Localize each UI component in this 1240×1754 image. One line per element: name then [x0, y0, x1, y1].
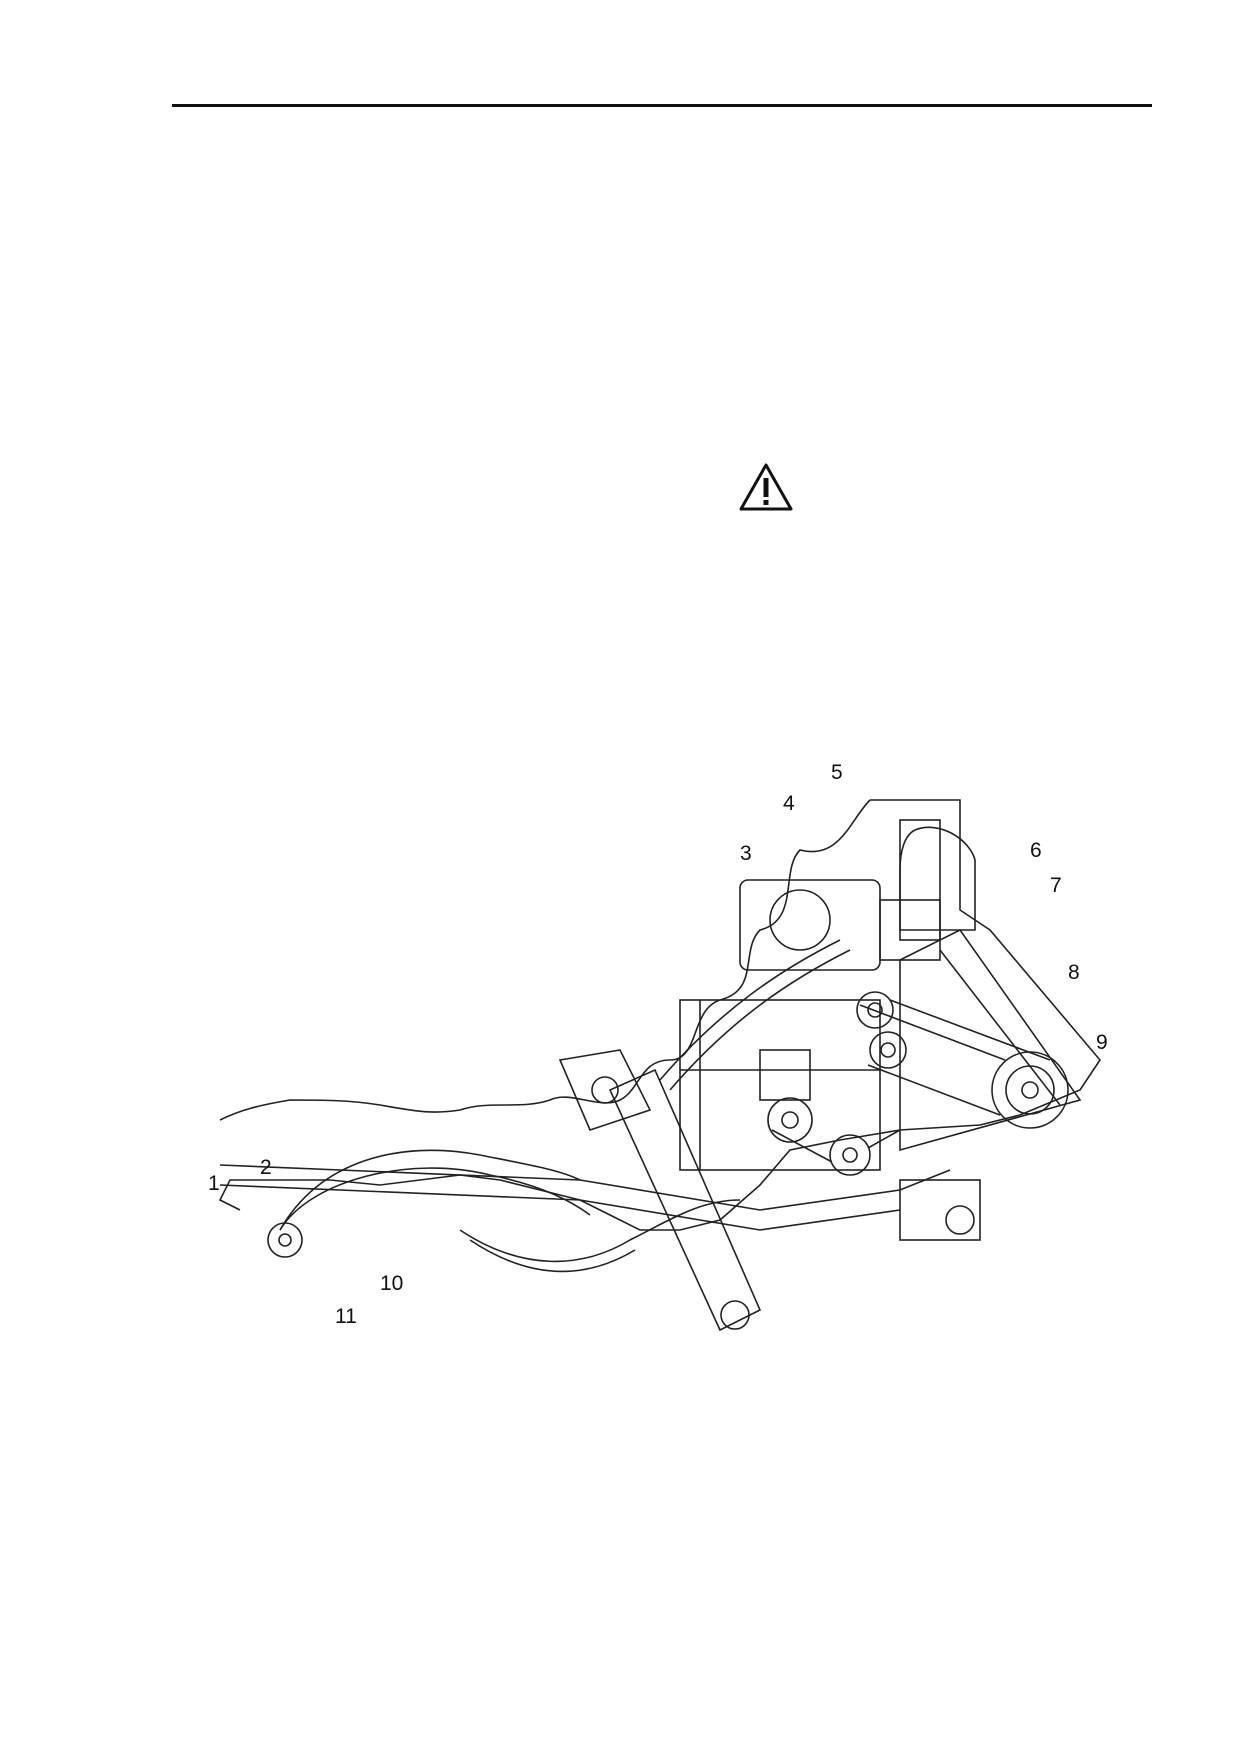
pulley-large [991, 1051, 1069, 1129]
diagonal-strut [608, 1068, 762, 1332]
frame-beam-top [219, 1164, 951, 1211]
callout-10: 10 [380, 1272, 404, 1295]
callout-5: 5 [831, 761, 843, 784]
chassis-box [679, 999, 881, 1171]
pump [267, 1222, 303, 1258]
hose-lower [279, 1167, 591, 1231]
reservoir-tank [899, 826, 976, 931]
machine-diagram: 1 2 3 4 5 6 7 8 9 10 11 [200, 760, 1160, 1380]
hose-upper [279, 1149, 581, 1231]
warning-triangle-icon [738, 462, 794, 512]
chassis-window [759, 1049, 811, 1101]
pulley-lower-right [829, 1134, 871, 1176]
callout-4: 4 [783, 792, 795, 815]
pulley-upper [856, 991, 894, 1029]
lower-bracket [899, 1179, 981, 1241]
pulley-middle [869, 1031, 907, 1069]
pulley-lower-left [767, 1097, 813, 1143]
callout-9: 9 [1096, 1031, 1108, 1054]
callout-2: 2 [260, 1156, 272, 1179]
break-line [219, 799, 871, 1121]
hose-loop [459, 1199, 741, 1263]
callout-7: 7 [1050, 874, 1062, 897]
motor-cover [769, 889, 831, 951]
callout-8: 8 [1068, 961, 1080, 984]
callout-3: 3 [740, 842, 752, 865]
valve-block [879, 899, 941, 961]
callout-6: 6 [1030, 839, 1042, 862]
side-panel [899, 928, 1082, 1152]
callout-11: 11 [335, 1305, 357, 1328]
pivot-bracket [558, 1049, 652, 1131]
frame-beam-bottom [219, 1184, 901, 1231]
machine-drawing [218, 799, 1101, 1332]
header-rule [172, 104, 1152, 107]
callout-1: 1 [208, 1172, 220, 1195]
